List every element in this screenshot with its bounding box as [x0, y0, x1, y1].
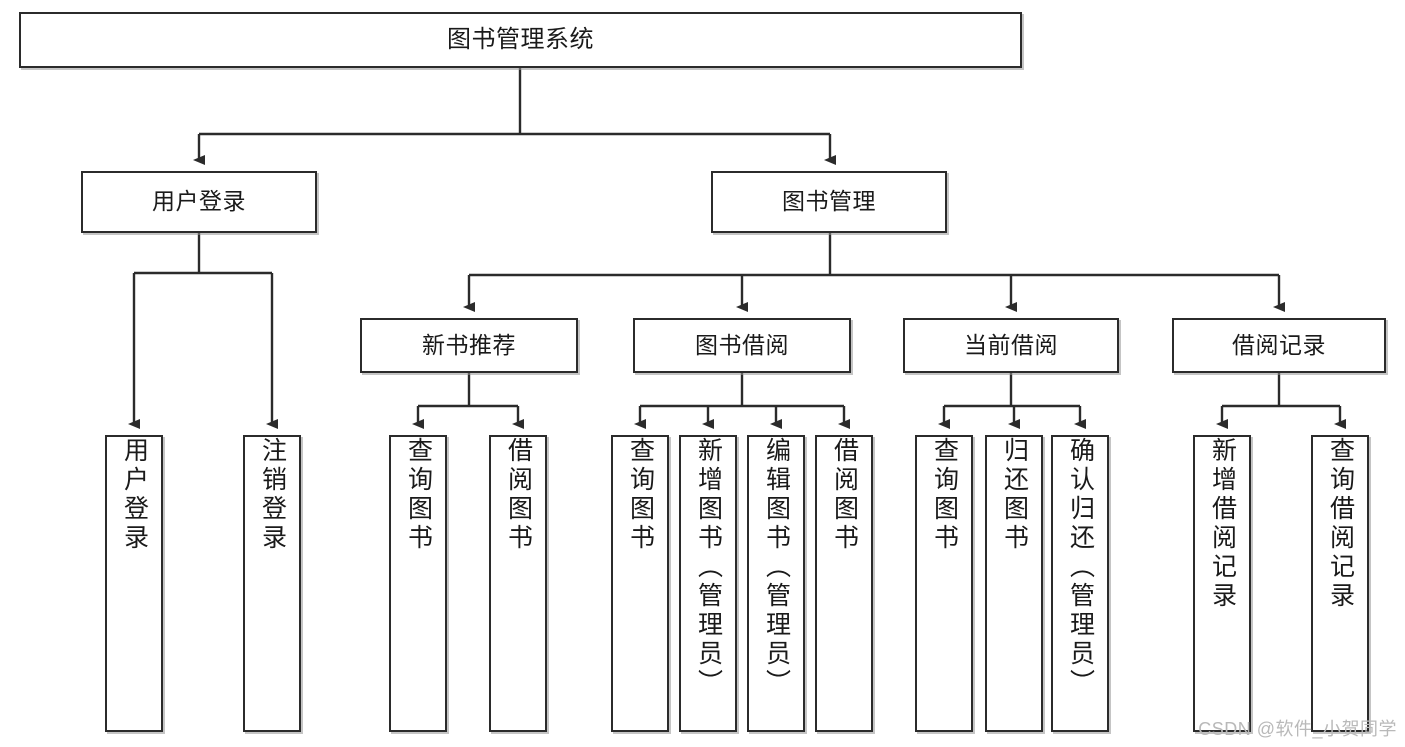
node-leaf-edit-book[interactable]: 编辑图书（管理员） [747, 435, 805, 732]
node-leaf-confirm-return[interactable]: 确认归还（管理员） [1051, 435, 1109, 732]
node-leaf-borrow-book-a-label: 借阅图书 [504, 437, 533, 553]
node-new-book-recommend-label: 新书推荐 [422, 331, 516, 358]
node-root-label: 图书管理系统 [447, 25, 594, 53]
node-leaf-add-book[interactable]: 新增图书（管理员） [679, 435, 737, 732]
node-leaf-borrow-book-a[interactable]: 借阅图书 [489, 435, 547, 732]
node-new-book-recommend[interactable]: 新书推荐 [360, 318, 578, 373]
node-leaf-add-record-label: 新增借阅记录 [1208, 437, 1237, 611]
node-leaf-add-book-label: 新增图书（管理员） [694, 437, 723, 698]
node-leaf-query-book-b-label: 查询图书 [626, 437, 655, 553]
node-current-borrow-label: 当前借阅 [964, 331, 1058, 358]
node-leaf-query-book-c-label: 查询图书 [930, 437, 959, 553]
node-borrow-record-label: 借阅记录 [1232, 331, 1326, 358]
node-book-manage[interactable]: 图书管理 [711, 171, 947, 233]
node-user-login-label: 用户登录 [152, 188, 246, 215]
node-leaf-query-book-b[interactable]: 查询图书 [611, 435, 669, 732]
node-leaf-user-login[interactable]: 用户登录 [105, 435, 163, 732]
node-book-borrow-label: 图书借阅 [695, 331, 789, 358]
node-leaf-return-book[interactable]: 归还图书 [985, 435, 1043, 732]
node-leaf-return-book-label: 归还图书 [1000, 437, 1029, 553]
node-leaf-query-record[interactable]: 查询借阅记录 [1311, 435, 1369, 732]
node-current-borrow[interactable]: 当前借阅 [903, 318, 1119, 373]
node-user-login[interactable]: 用户登录 [81, 171, 317, 233]
node-leaf-logout-label: 注销登录 [258, 437, 287, 553]
node-leaf-logout[interactable]: 注销登录 [243, 435, 301, 732]
node-leaf-query-book-a[interactable]: 查询图书 [389, 435, 447, 732]
node-leaf-query-record-label: 查询借阅记录 [1326, 437, 1355, 611]
node-leaf-borrow-book-b-label: 借阅图书 [830, 437, 859, 553]
node-leaf-user-login-label: 用户登录 [120, 437, 149, 553]
node-leaf-add-record[interactable]: 新增借阅记录 [1193, 435, 1251, 732]
watermark: CSDN @软件_小贺同学 [1198, 719, 1397, 739]
node-leaf-query-book-c[interactable]: 查询图书 [915, 435, 973, 732]
node-leaf-confirm-return-label: 确认归还（管理员） [1066, 437, 1095, 698]
node-book-manage-label: 图书管理 [782, 188, 876, 215]
node-leaf-edit-book-label: 编辑图书（管理员） [762, 437, 791, 698]
node-leaf-borrow-book-b[interactable]: 借阅图书 [815, 435, 873, 732]
node-book-borrow[interactable]: 图书借阅 [633, 318, 851, 373]
node-leaf-query-book-a-label: 查询图书 [404, 437, 433, 553]
node-root[interactable]: 图书管理系统 [19, 12, 1022, 68]
node-borrow-record[interactable]: 借阅记录 [1172, 318, 1386, 373]
